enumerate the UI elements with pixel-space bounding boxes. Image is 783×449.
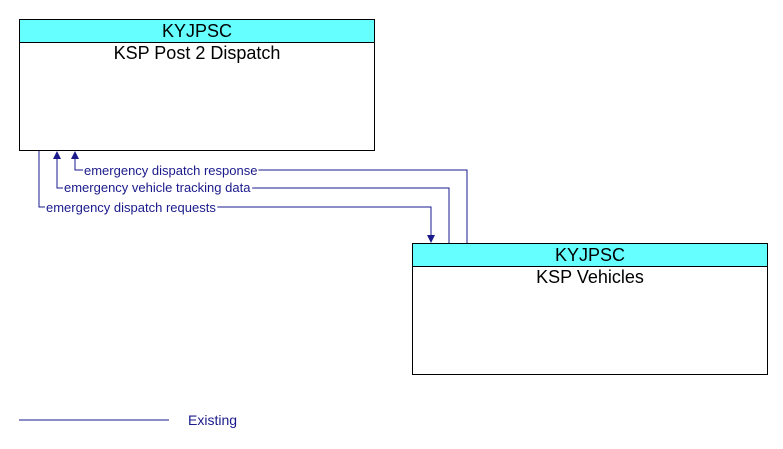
flow-label-background (63, 180, 253, 195)
flow-requests-label: emergency dispatch requests (46, 200, 216, 215)
flow-label-background (83, 163, 259, 178)
vehicles-box: KYJPSC KSP Vehicles (412, 243, 768, 375)
flow-tracking-line (56, 153, 450, 243)
dispatch-box-header: KYJPSC (20, 20, 374, 43)
flow-response-label: emergency dispatch response (84, 163, 257, 178)
vehicles-box-title: KSP Vehicles (536, 267, 644, 287)
dispatch-box-title: KSP Post 2 Dispatch (113, 43, 281, 63)
flow-tracking-label: emergency vehicle tracking data (64, 180, 251, 195)
flow-response-line (74, 153, 468, 243)
flow-tracking-arrow (53, 151, 61, 159)
flow-requests-arrow (427, 235, 435, 243)
flow-response-arrow (71, 151, 79, 159)
flow-label-background (45, 200, 218, 215)
vehicles-box-header: KYJPSC (413, 244, 767, 267)
legend-existing-label: Existing (188, 412, 238, 428)
flow-requests-line (38, 151, 432, 241)
dispatch-box: KYJPSC KSP Post 2 Dispatch (19, 19, 375, 151)
